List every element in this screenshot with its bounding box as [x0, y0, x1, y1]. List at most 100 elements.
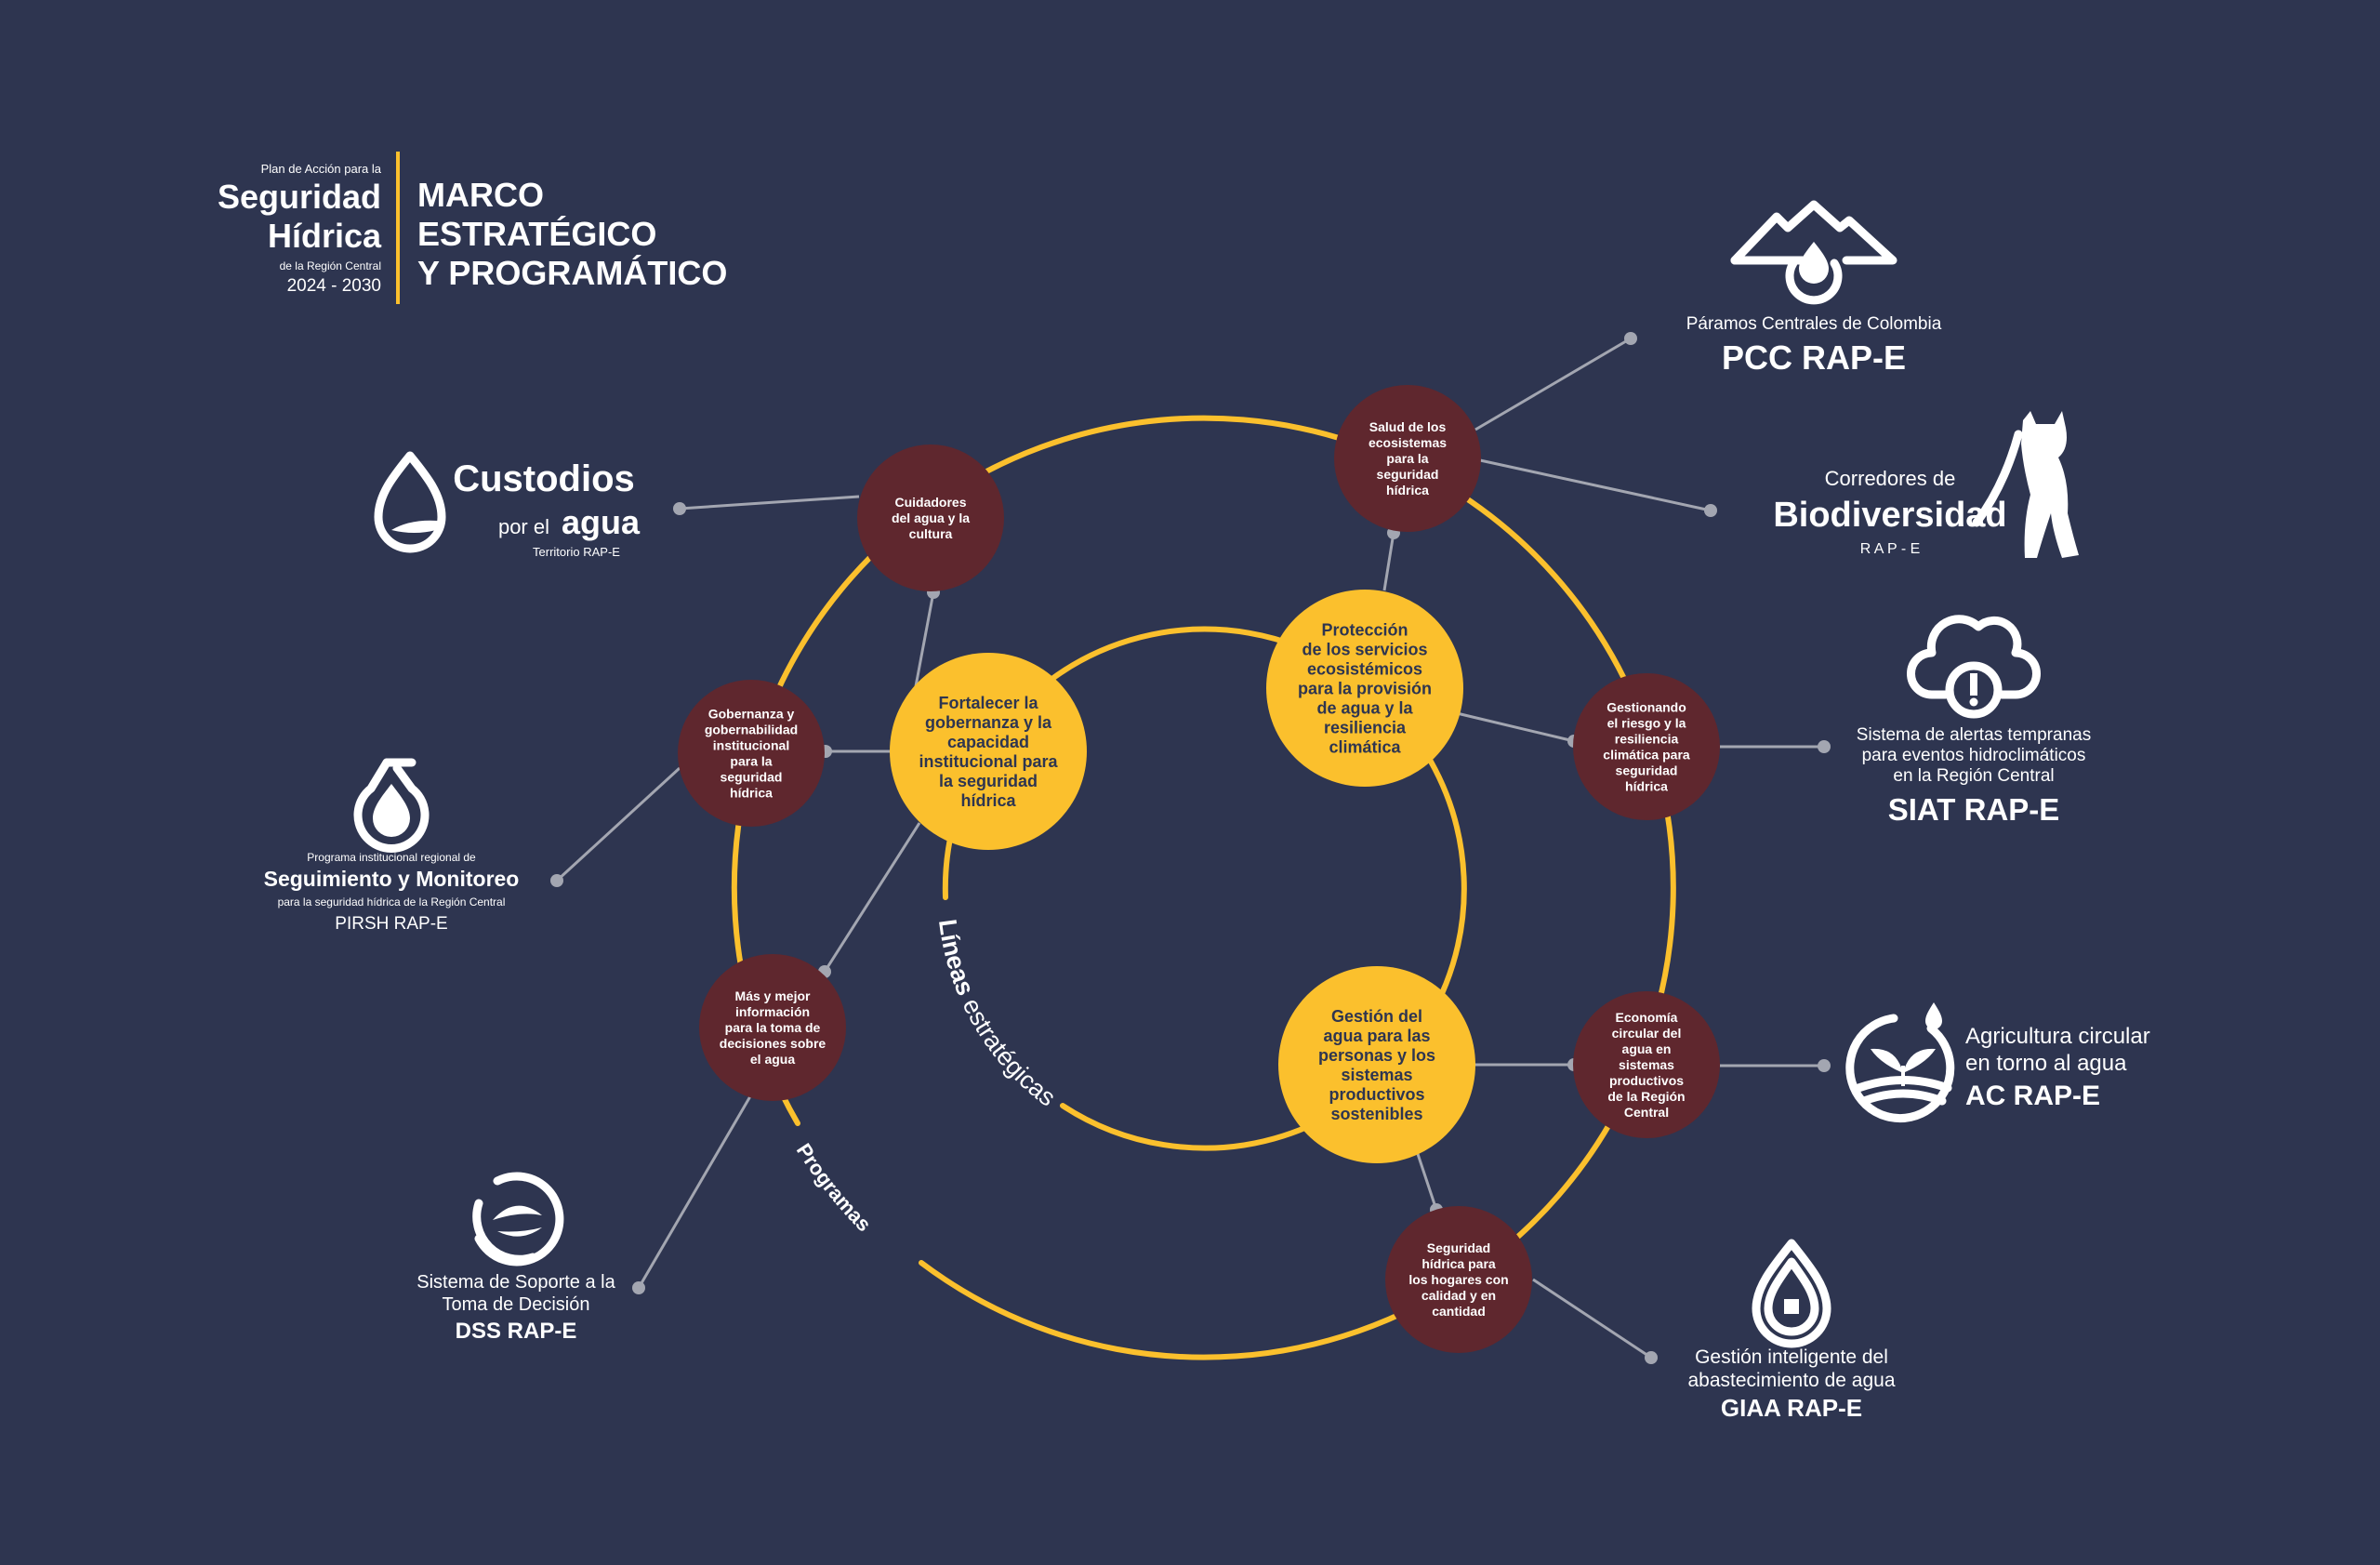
giaa-house-drop-icon [1752, 1239, 1831, 1348]
dss-hands-circle-icon [472, 1172, 564, 1267]
initiative-biodiversidad-text: Corredores de [1825, 467, 1956, 490]
connector-dot [673, 502, 686, 515]
connector-line [1479, 458, 1712, 512]
node-label-line: institucional para [919, 752, 1058, 771]
node-label-line: el agua [750, 1052, 795, 1067]
node-label-line: resiliencia [1615, 731, 1679, 746]
node-label-line: Economía [1616, 1010, 1678, 1025]
initiative-custodios-text: por el [498, 515, 549, 538]
connector-line [555, 766, 681, 882]
initiative-ac-text: AC RAP-E [1965, 1081, 2100, 1111]
node-label-line: cantidad [1432, 1304, 1486, 1319]
heading-line3: Y PROGRAMÁTICO [417, 254, 727, 292]
initiative-custodios-text: agua [562, 503, 641, 541]
node-label-line: productivos [1329, 1085, 1424, 1104]
initiative-siat-text: para eventos hidroclimáticos [1862, 746, 2086, 765]
node-label-line: decisiones sobre [720, 1036, 826, 1051]
biodiversidad-cat-icon [1972, 411, 2079, 558]
initiative-siat-text: Sistema de alertas tempranas [1857, 725, 2091, 745]
node-label-line: para la provisión [1298, 679, 1432, 697]
node-label-line: climática [1329, 737, 1401, 756]
node-label-line: agua en [1622, 1041, 1672, 1056]
node-label-line: del agua y la [892, 511, 970, 525]
node-label-line: sistemas [1341, 1066, 1412, 1084]
node-label-line: institucional [713, 737, 789, 752]
connector-line [914, 591, 935, 687]
node-label-line: información [735, 1004, 810, 1019]
node-label-line: de la Región [1607, 1089, 1685, 1104]
initiative-siat-text: en la Región Central [1893, 766, 2054, 786]
initiative-pirsh-text: Seguimiento y Monitoreo [264, 867, 520, 891]
node-label-line: Seguridad [1427, 1240, 1490, 1255]
node-label-line: la seguridad [939, 772, 1038, 790]
header-divider [396, 152, 400, 304]
node-label-line: hídrica [1625, 778, 1668, 793]
node-label-line: gobernanza y la [925, 713, 1052, 732]
initiative-pirsh-text: para la seguridad hídrica de la Región C… [278, 895, 506, 908]
connector-dot [1645, 1351, 1658, 1364]
initiative-biodiversidad-text: Biodiversidad [1773, 496, 2006, 535]
connector-dot [550, 874, 563, 887]
initiative-dss-text: DSS RAP-E [456, 1319, 577, 1344]
node-label-line: agua para las [1323, 1027, 1430, 1045]
node-label-line: Gobernanza y [708, 706, 795, 721]
node-label-line: hídrica para [1421, 1256, 1496, 1271]
connector-line [1532, 1278, 1652, 1359]
initiative-custodios-text: Custodios [453, 458, 635, 499]
node-label-line: Gestión del [1331, 1007, 1422, 1026]
node-label-line: hídrica [730, 785, 773, 800]
node-label-line: seguridad [1377, 467, 1439, 482]
initiative-pcc-text: Páramos Centrales de Colombia [1686, 314, 1942, 334]
node-circle [1334, 385, 1481, 532]
pirsh-drop-cycle-icon [353, 758, 430, 853]
initiative-ac-text: en torno al agua [1965, 1051, 2127, 1076]
initiative-biodiversidad-text: R A P - E [1860, 541, 1921, 557]
initiative-siat-text: SIAT RAP-E [1888, 792, 2060, 827]
title-line1: Seguridad [218, 178, 381, 216]
node-circle [1385, 1206, 1532, 1353]
connector-line [1456, 711, 1575, 743]
node-label-line: de los servicios [1302, 640, 1427, 658]
connector-dot [1704, 504, 1717, 517]
node-label-line: gobernabilidad [705, 722, 798, 736]
node-label-line: hídrica [1386, 483, 1429, 497]
node-label-line: seguridad [721, 769, 783, 784]
initiative-pirsh-text: Programa institucional regional de [307, 851, 476, 864]
node-label-line: capacidad [947, 733, 1029, 751]
node-label-line: los hogares con [1408, 1272, 1508, 1287]
node-label-line: sistemas [1619, 1057, 1674, 1072]
custodios-drop-hand-icon [374, 451, 446, 553]
connector-dot [1818, 1059, 1831, 1072]
initiative-giaa-text: GIAA RAP-E [1721, 1394, 1862, 1422]
initiative-ac-text: Agricultura circular [1965, 1024, 2150, 1049]
initiative-giaa-text: Gestión inteligente del [1695, 1346, 1888, 1368]
node-label-line: ecosistemas [1368, 435, 1447, 450]
heading-line1: MARCO [417, 176, 544, 214]
node-label-line: hídrica [960, 791, 1016, 810]
node-circle [699, 954, 846, 1101]
connector-line [823, 822, 921, 973]
node-circle [890, 653, 1087, 850]
connector-dot [632, 1281, 645, 1294]
initiative-dss-text: Sistema de Soporte a la [416, 1272, 615, 1293]
node-label-line: el riesgo y la [1607, 715, 1686, 730]
pcc-mountain-drop-icon [1730, 200, 1897, 305]
node-circle [678, 680, 825, 827]
